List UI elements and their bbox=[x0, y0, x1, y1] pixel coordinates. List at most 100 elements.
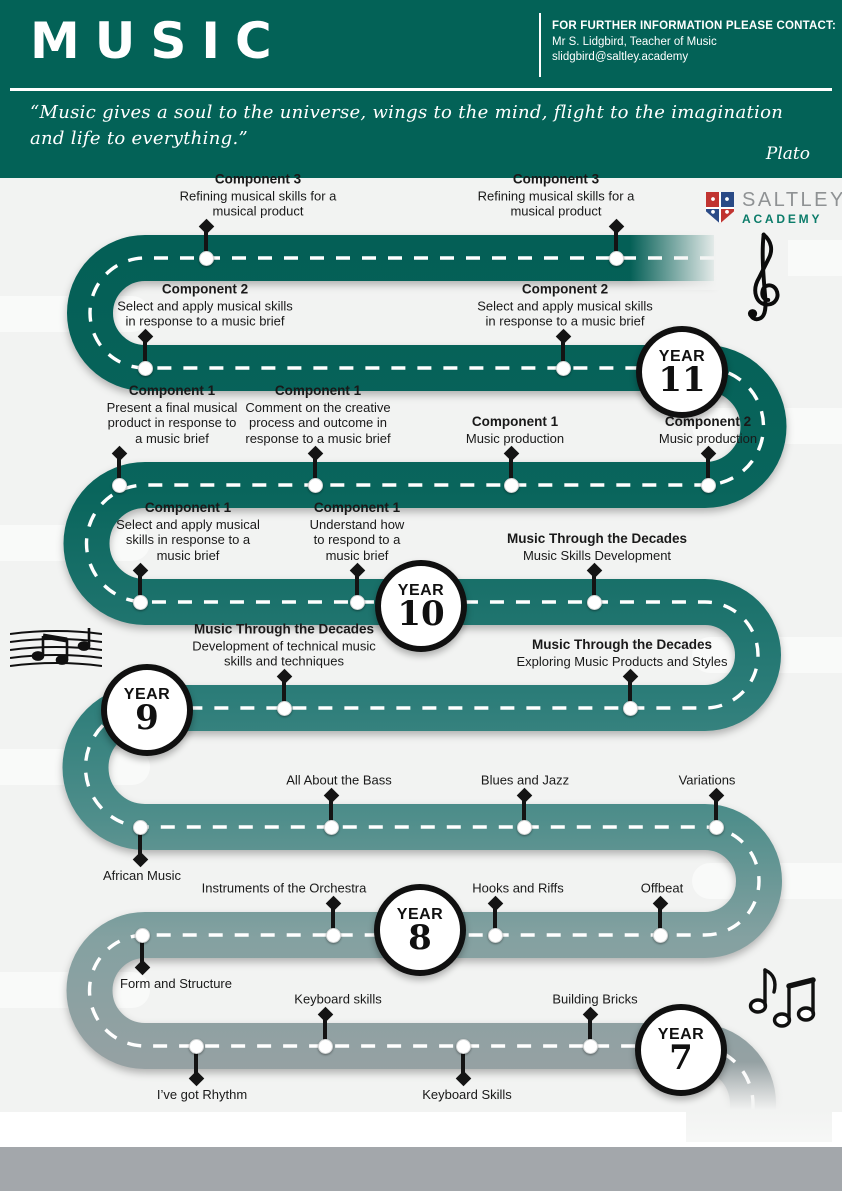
milestone-stem bbox=[706, 453, 710, 485]
year-word: YEAR bbox=[657, 1025, 705, 1043]
milestone-stem bbox=[143, 336, 147, 368]
milestone-stem bbox=[138, 827, 142, 859]
milestone-pin-icon bbox=[455, 1070, 471, 1086]
milestone-dot bbox=[132, 819, 148, 835]
milestone-desc: Offbeat bbox=[640, 880, 684, 896]
header-divider bbox=[539, 13, 541, 77]
milestone-title: Component 1 bbox=[144, 500, 232, 516]
milestone-pin-icon bbox=[188, 1070, 204, 1086]
milestone-desc: Keyboard Skills bbox=[422, 1087, 512, 1102]
milestone-title: Music Through the Decades bbox=[193, 621, 375, 637]
milestone-label: Offbeat bbox=[602, 881, 722, 896]
milestone-pin-icon bbox=[652, 895, 668, 911]
milestone-pin-icon bbox=[487, 895, 503, 911]
milestone-title: Component 1 bbox=[274, 383, 362, 399]
milestone-title: Component 3 bbox=[214, 171, 302, 187]
milestone-pin-icon bbox=[622, 668, 638, 684]
milestone-label: Keyboard Skills bbox=[382, 1087, 552, 1102]
milestone-stem bbox=[329, 795, 333, 827]
milestone-dot bbox=[516, 819, 532, 835]
milestone-stem bbox=[509, 453, 513, 485]
milestone-stem bbox=[331, 903, 335, 935]
milestone-title: Component 3 bbox=[512, 171, 600, 187]
milestone-stem bbox=[592, 570, 596, 602]
milestone-label: Keyboard skills bbox=[258, 992, 418, 1007]
page-title: MUSIC bbox=[30, 12, 287, 70]
milestone-label: All About the Bass bbox=[249, 773, 429, 788]
milestone-dot bbox=[134, 927, 150, 943]
milestone-pin-icon bbox=[198, 218, 214, 234]
milestone-desc: Building Bricks bbox=[552, 991, 638, 1007]
milestone-desc: Refining musical skills for a musical pr… bbox=[179, 188, 337, 219]
milestone-pin-icon bbox=[134, 959, 150, 975]
milestone-label: Instruments of the Orchestra bbox=[164, 881, 404, 896]
milestone-desc: Keyboard skills bbox=[294, 991, 382, 1007]
milestone-pin-icon bbox=[307, 445, 323, 461]
milestone-stem bbox=[313, 453, 317, 485]
milestone-title: Component 2 bbox=[521, 281, 609, 297]
milestone-pin-icon bbox=[708, 787, 724, 803]
milestone-title: Component 1 bbox=[128, 383, 216, 399]
milestone-pin-icon bbox=[700, 445, 716, 461]
milestone-stem bbox=[614, 226, 618, 258]
year-number: 11 bbox=[658, 359, 706, 400]
milestone-dot bbox=[582, 1038, 598, 1054]
milestone-stem bbox=[628, 676, 632, 708]
milestone-stem bbox=[204, 226, 208, 258]
milestone-pin-icon bbox=[608, 218, 624, 234]
milestone-stem bbox=[323, 1014, 327, 1046]
milestone-pin-icon bbox=[555, 328, 571, 344]
milestone-stem bbox=[493, 903, 497, 935]
milestone-dot bbox=[652, 927, 668, 943]
milestone-dot bbox=[132, 594, 148, 610]
saltley-academy-logo: SALTLEY ACADEMY bbox=[706, 190, 842, 225]
milestone-pin-icon bbox=[132, 562, 148, 578]
milestone-desc: Hooks and Riffs bbox=[472, 880, 564, 896]
milestone-label: Form and Structure bbox=[81, 976, 271, 991]
year-word: YEAR bbox=[397, 581, 445, 599]
milestone-dot bbox=[487, 927, 503, 943]
milestone-stem bbox=[140, 935, 144, 967]
milestone-title: Component 2 bbox=[161, 281, 249, 297]
contact-email: slidgbird@saltley.academy bbox=[552, 51, 689, 63]
milestone-dot bbox=[111, 477, 127, 493]
year-number: 9 bbox=[135, 697, 159, 738]
milestone-desc: All About the Bass bbox=[286, 772, 392, 788]
milestone-label: I’ve got Rhythm bbox=[117, 1087, 287, 1102]
milestone-stem bbox=[138, 570, 142, 602]
milestone-desc: Refining musical skills for a musical pr… bbox=[477, 188, 635, 219]
logo-subname: ACADEMY bbox=[742, 212, 823, 226]
milestone-desc: I’ve got Rhythm bbox=[156, 1087, 248, 1102]
milestone-dot bbox=[188, 1038, 204, 1054]
milestone-desc: Select and apply musical skills in respo… bbox=[477, 298, 653, 329]
eighth-notes-icon bbox=[748, 968, 816, 1028]
header: MUSIC FOR FURTHER INFORMATION PLEASE CON… bbox=[0, 0, 842, 178]
music-staff-icon bbox=[10, 628, 102, 667]
milestone-dot bbox=[708, 819, 724, 835]
milestone-label: Building Bricks bbox=[515, 992, 675, 1007]
milestone-pin-icon bbox=[349, 562, 365, 578]
milestone-stem bbox=[461, 1046, 465, 1078]
milestone-dot bbox=[700, 477, 716, 493]
roadmap-canvas: SALTLEY ACADEMY bbox=[0, 171, 842, 1112]
milestone-desc: Music production bbox=[465, 430, 565, 446]
milestone-dot bbox=[198, 250, 214, 266]
milestone-desc: Form and Structure bbox=[120, 976, 232, 991]
year-word: YEAR bbox=[123, 685, 171, 703]
milestone-pin-icon bbox=[503, 445, 519, 461]
year-number: 10 bbox=[397, 593, 445, 634]
milestone-label: Hooks and Riffs bbox=[438, 881, 598, 896]
year-number: 7 bbox=[669, 1037, 693, 1078]
